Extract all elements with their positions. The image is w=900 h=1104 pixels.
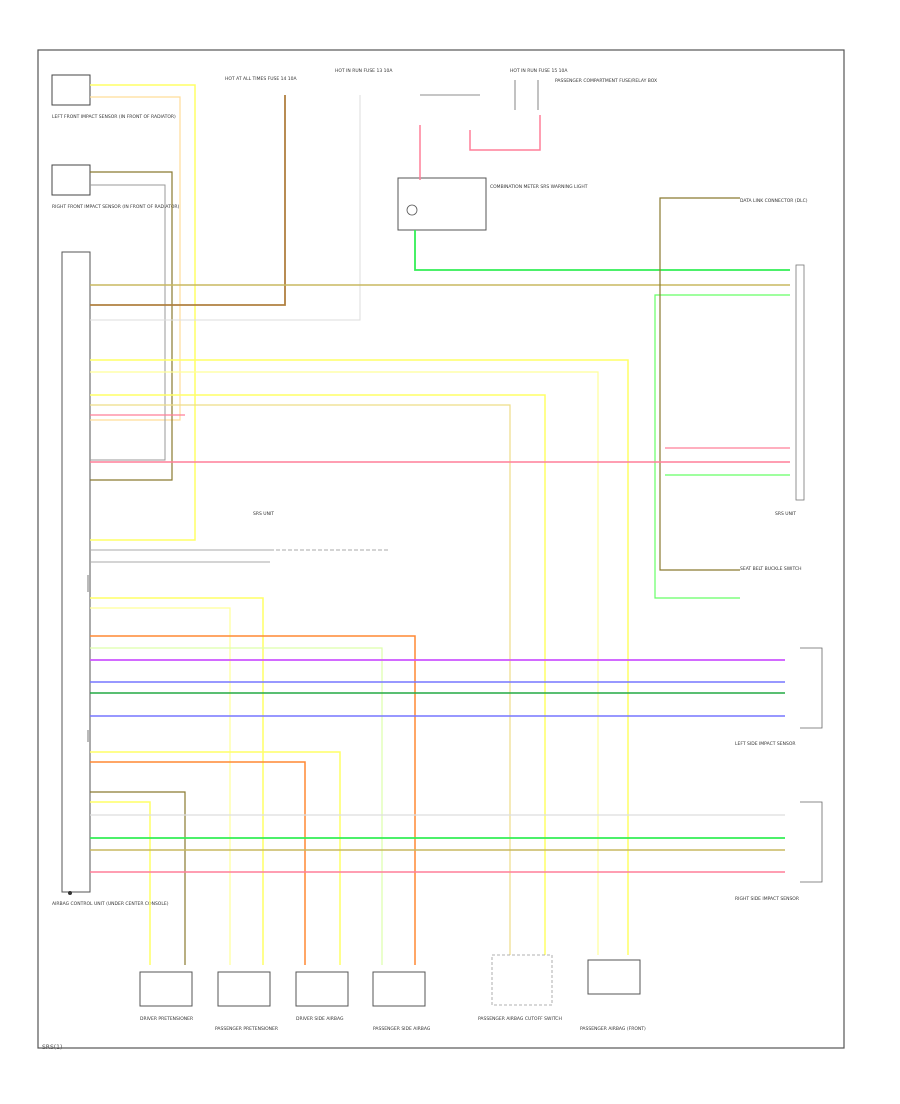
dlc-connector [795,264,805,501]
wire-olive-792 [90,791,186,965]
diagram-border [37,49,845,1049]
right-ss-label: RIGHT SIDE IMPACT SENSOR [735,896,799,902]
fuse-b-label: HOT IN RUN FUSE 13 10A [335,68,393,74]
wire-yellow-598 [90,597,264,965]
wire-orange-636 [90,635,416,965]
srs-unit-label: SRS UNIT [775,511,796,517]
rf-sensor-label: RIGHT FRONT IMPACT SENSOR (IN FRONT OF R… [52,204,179,210]
wire-green-meter [414,230,790,271]
dlc-sub-label: SRS UNIT [253,511,274,517]
d-pret-label: DRIVER PRETENSIONER [140,1016,193,1022]
pass-ab-label: PASSENGER AIRBAG (FRONT) [580,1026,646,1032]
fuse-panel-label: PASSENGER COMPARTMENT FUSE/RELAY BOX [555,78,657,84]
combination-meter-box [397,177,487,231]
lf-sensor-label: LEFT FRONT IMPACT SENSOR (IN FRONT OF RA… [52,114,176,120]
pass-sw-label: PASSENGER AIRBAG CUTOFF SWITCH [478,1016,562,1022]
left-side-sensor-bracket [800,647,823,729]
dlc-label: DATA LINK CONNECTOR (DLC) [740,198,808,204]
wire-yellow-395 [90,394,546,955]
d-side-label: DRIVER SIDE AIRBAG [296,1016,344,1022]
left-front-sensor-box [51,74,91,106]
right-side-sensor-bracket [800,801,823,883]
fuse-a-label: HOT AT ALL TIMES FUSE 14 10A [225,76,298,82]
wire-grey-fuse [90,95,361,321]
wire-brown-fuse [90,95,286,306]
wire-red-fuse-2 [469,115,541,151]
passenger-side-airbag-box [372,971,426,1007]
b-sensor-label: SEAT BELT BUCKLE SWITCH [740,566,802,572]
p-pret-label: PASSENGER PRETENSIONER [215,1026,278,1032]
passenger-pretensioner-box [217,971,271,1007]
wire-yellow-802 [90,801,151,965]
wire-rf-2 [90,184,166,461]
comb-meter-label: COMBINATION METER SRS WARNING LIGHT [490,184,588,190]
right-front-sensor-box [51,164,91,196]
wire-orange-762 [90,761,306,965]
wire-yellow-648 [90,647,383,965]
wire-yellow-lf [90,84,196,541]
passenger-cutoff-switch-box [491,954,553,1006]
wire-yellow-360 [90,359,629,955]
driver-pretensioner-box [139,971,193,1007]
driver-side-airbag-box [295,971,349,1007]
ecm-label: AIRBAG CONTROL UNIT (UNDER CENTER CONSOL… [52,901,169,907]
wire-lf-2 [90,96,181,421]
wire-olive-right [659,197,740,571]
ground-dot [68,891,72,895]
fuse-c-label: HOT IN RUN FUSE 15 10A [510,68,568,74]
wire-yellow-405 [90,404,511,955]
passenger-airbag-box [587,959,641,995]
footer-caption: SRS(1) [42,1044,63,1051]
wire-rf-1 [90,171,173,481]
wire-yellow-372 [90,371,599,955]
wire-green-right [654,294,790,599]
wire-yellow-608 [90,607,231,965]
wire-yellow-752 [90,751,341,965]
p-side-label: PASSENGER SIDE AIRBAG [373,1026,431,1032]
srs-unit-connector [61,251,91,893]
srs-warning-light [406,204,418,216]
left-ss-label: LEFT SIDE IMPACT SENSOR [735,741,796,747]
